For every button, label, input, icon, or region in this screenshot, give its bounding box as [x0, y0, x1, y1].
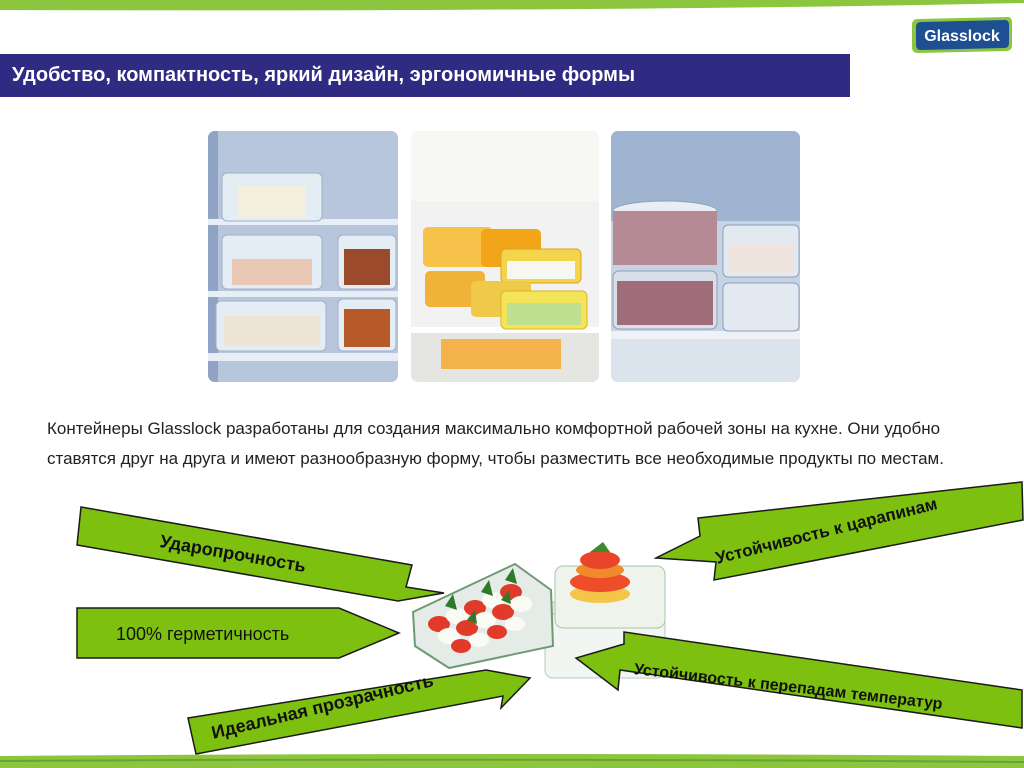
callout-transparency [187, 669, 532, 755]
feature-airtight-label: 100% герметичность [116, 624, 290, 644]
fridge-photo-colored-lids [411, 131, 599, 382]
bottom-accent-stripe [0, 754, 1024, 768]
glasslock-logo: Glasslock [912, 17, 1012, 53]
callout-airtight [76, 607, 401, 659]
top-accent-stripe [0, 0, 1024, 11]
callout-impact-resistance [76, 506, 445, 602]
logo-text: Glasslock [924, 28, 1000, 45]
fridge-photo-round-containers [611, 131, 800, 382]
containers-with-salad-photo [411, 542, 666, 679]
fridge-photo-clear-containers [208, 131, 398, 382]
body-paragraph: Контейнеры Glasslock разработаны для соз… [47, 419, 944, 468]
page-title: Удобство, компактность, яркий дизайн, эр… [12, 64, 636, 86]
callout-temperature-resistance [574, 631, 1023, 729]
callout-scratch-resistance [654, 481, 1024, 581]
title-bar: Удобство, компактность, яркий дизайн, эр… [0, 54, 850, 97]
